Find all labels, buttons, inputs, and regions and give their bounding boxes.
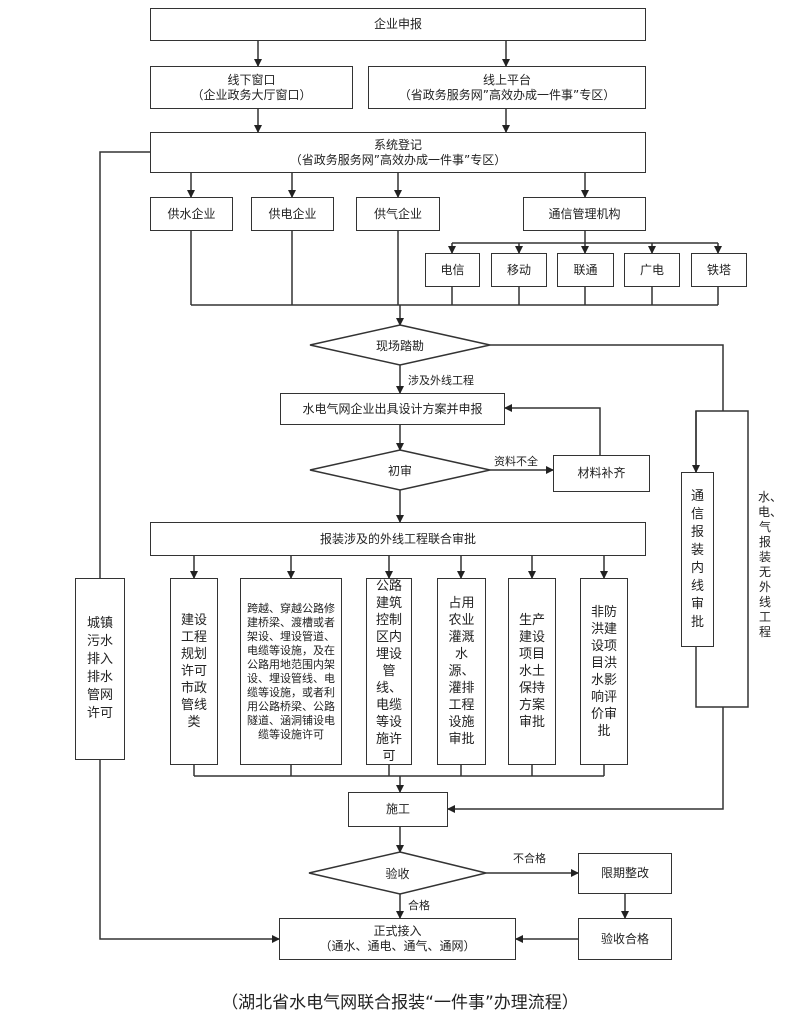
enterprise-apply-box: 企业申报 bbox=[150, 8, 646, 41]
approval-box: 非防洪建设项目洪水影响评价审批 bbox=[580, 578, 628, 765]
approval-label: 建设工程规划许可市政管线类 bbox=[180, 613, 207, 730]
incomplete-label: 资料不全 bbox=[494, 455, 538, 468]
telecom-inner-approval-box: 通信报装内线审批 bbox=[681, 472, 714, 647]
no-external-text: 水、电、气报装无外线工程 bbox=[758, 490, 783, 639]
gas-enterprise-box: 供气企业 bbox=[356, 197, 440, 231]
offline-title: 线下窗口 bbox=[227, 72, 276, 87]
approval-box: 生产建设项目水土保持方案审批 bbox=[508, 578, 556, 765]
carrier-label: 广电 bbox=[639, 262, 664, 277]
system-register-box: 系统登记 （省政务服务网”高效办成一件事”专区） bbox=[150, 132, 646, 173]
gas-label: 供气企业 bbox=[373, 206, 422, 221]
telecom-admin-label: 通信管理机构 bbox=[548, 206, 621, 221]
joint-approval-label: 报装涉及的外线工程联合审批 bbox=[319, 531, 476, 546]
prelim-label: 初审 bbox=[387, 463, 412, 478]
site-survey-decision: 现场踏勘 bbox=[310, 325, 490, 365]
survey-label: 现场踏勘 bbox=[375, 338, 424, 353]
sewage-permit-box: 城镇污水排入排水管网许可 bbox=[75, 578, 125, 760]
approval-label: 非防洪建设项目洪水影响评价审批 bbox=[590, 604, 617, 739]
acceptance-decision: 验收 bbox=[309, 852, 486, 894]
register-title: 系统登记 bbox=[373, 137, 422, 152]
no-external-works-label: 水、电、气报装无外线工程 bbox=[758, 490, 783, 640]
carrier-label: 铁塔 bbox=[706, 262, 731, 277]
approval-box: 占用农业灌溉水源、灌排工程设施审批 bbox=[437, 578, 486, 765]
rectify-box: 限期整改 bbox=[578, 853, 672, 894]
carrier-box: 移动 bbox=[491, 253, 547, 287]
offline-window-box: 线下窗口 （企业政务大厅窗口） bbox=[150, 66, 353, 109]
carrier-box: 电信 bbox=[425, 253, 480, 287]
pass-label: 合格 bbox=[408, 899, 430, 912]
construction-box: 施工 bbox=[348, 792, 448, 827]
construction-label: 施工 bbox=[385, 802, 410, 816]
approval-label: 跨越、穿越公路修建桥梁、渡槽或者架设、埋设管道、电缆等设施，及在公路用地范围内架… bbox=[247, 601, 335, 741]
accepted-box: 验收合格 bbox=[578, 918, 672, 960]
approval-label: 占用农业灌溉水源、灌排工程设施审批 bbox=[448, 596, 475, 747]
supplement-label: 材料补齐 bbox=[577, 466, 626, 480]
approval-box: 公路建筑控制区内埋设管线、电缆等设施许可 bbox=[366, 578, 412, 765]
joint-approval-box: 报装涉及的外线工程联合审批 bbox=[150, 522, 646, 556]
enterprise-apply-label: 企业申报 bbox=[373, 17, 422, 31]
power-enterprise-box: 供电企业 bbox=[251, 197, 334, 231]
approval-label: 公路建筑控制区内埋设管线、电缆等设施许可 bbox=[375, 579, 402, 764]
approval-box: 跨越、穿越公路修建桥梁、渡槽或者架设、埋设管道、电缆等设施，及在公路用地范围内架… bbox=[240, 578, 342, 765]
carrier-box: 联通 bbox=[557, 253, 614, 287]
water-enterprise-box: 供水企业 bbox=[150, 197, 233, 231]
accepted-label: 验收合格 bbox=[600, 931, 649, 946]
offline-sub: （企业政务大厅窗口） bbox=[191, 87, 312, 102]
design-plan-box: 水电气网企业出具设计方案并申报 bbox=[280, 393, 505, 425]
supplement-box: 材料补齐 bbox=[553, 455, 650, 492]
telecom-inner-label: 通信报装内线审批 bbox=[690, 488, 704, 630]
register-sub: （省政务服务网”高效办成一件事”专区） bbox=[289, 152, 507, 167]
water-label: 供水企业 bbox=[167, 206, 216, 221]
power-label: 供电企业 bbox=[268, 206, 317, 221]
carrier-box: 广电 bbox=[624, 253, 680, 287]
rectify-label: 限期整改 bbox=[600, 866, 649, 880]
connect-sub: （通水、通电、通气、通网） bbox=[319, 939, 476, 953]
sewage-label: 城镇污水排入排水管网许可 bbox=[86, 616, 113, 721]
carrier-label: 联通 bbox=[573, 262, 598, 277]
carrier-label: 移动 bbox=[506, 262, 531, 277]
external-works-label: 涉及外线工程 bbox=[408, 374, 474, 387]
telecom-admin-box: 通信管理机构 bbox=[523, 197, 646, 231]
fail-label: 不合格 bbox=[513, 852, 546, 865]
acceptance-label: 验收 bbox=[385, 866, 410, 881]
approval-box: 建设工程规划许可市政管线类 bbox=[170, 578, 218, 765]
carrier-box: 铁塔 bbox=[691, 253, 747, 287]
online-sub: （省政务服务网”高效办成一件事”专区） bbox=[398, 87, 616, 102]
design-label: 水电气网企业出具设计方案并申报 bbox=[302, 401, 483, 416]
approval-label: 生产建设项目水土保持方案审批 bbox=[518, 613, 545, 730]
preliminary-review-decision: 初审 bbox=[310, 450, 490, 490]
carrier-label: 电信 bbox=[440, 262, 465, 277]
diagram-caption: （湖北省水电气网联合报装“一件事”办理流程） bbox=[221, 993, 579, 1013]
connect-title: 正式接入 bbox=[373, 924, 422, 938]
online-title: 线上平台 bbox=[482, 72, 531, 87]
formal-connection-box: 正式接入 （通水、通电、通气、通网） bbox=[279, 918, 516, 960]
online-platform-box: 线上平台 （省政务服务网”高效办成一件事”专区） bbox=[368, 66, 646, 109]
